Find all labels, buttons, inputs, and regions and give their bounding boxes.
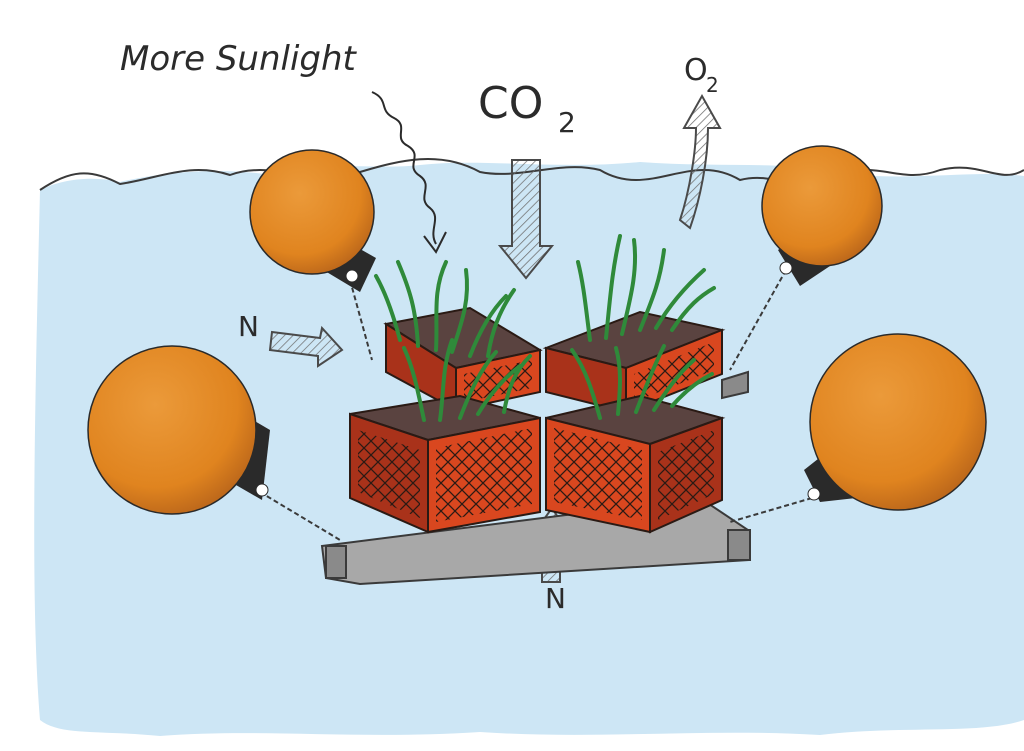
nitrogen-arrow-left bbox=[268, 325, 344, 368]
grass bbox=[374, 234, 716, 422]
nitrogen-label-left: N bbox=[238, 310, 259, 343]
crate-front-right bbox=[545, 394, 726, 534]
co2-label-main: CO bbox=[478, 78, 543, 129]
buoy-bottom-left bbox=[87, 345, 270, 515]
o2-label-main: O bbox=[684, 53, 708, 88]
chains bbox=[259, 269, 813, 541]
o2-label: O 2 bbox=[684, 53, 719, 97]
o2-label-sub: 2 bbox=[706, 73, 719, 97]
buoy-bottom-right bbox=[804, 333, 987, 511]
crate-front-left bbox=[349, 394, 541, 534]
buoy-top-right bbox=[761, 145, 883, 286]
nitrogen-label-bottom: N bbox=[545, 582, 566, 615]
buoy-top-left bbox=[249, 149, 376, 292]
o2-arrow bbox=[678, 93, 722, 230]
co2-label-sub: 2 bbox=[558, 106, 576, 139]
co2-label: CO 2 bbox=[478, 78, 576, 139]
sunlight-label: More Sunlight bbox=[120, 39, 358, 79]
sunlight-arrow bbox=[371, 91, 447, 254]
co2-arrow bbox=[497, 159, 555, 280]
